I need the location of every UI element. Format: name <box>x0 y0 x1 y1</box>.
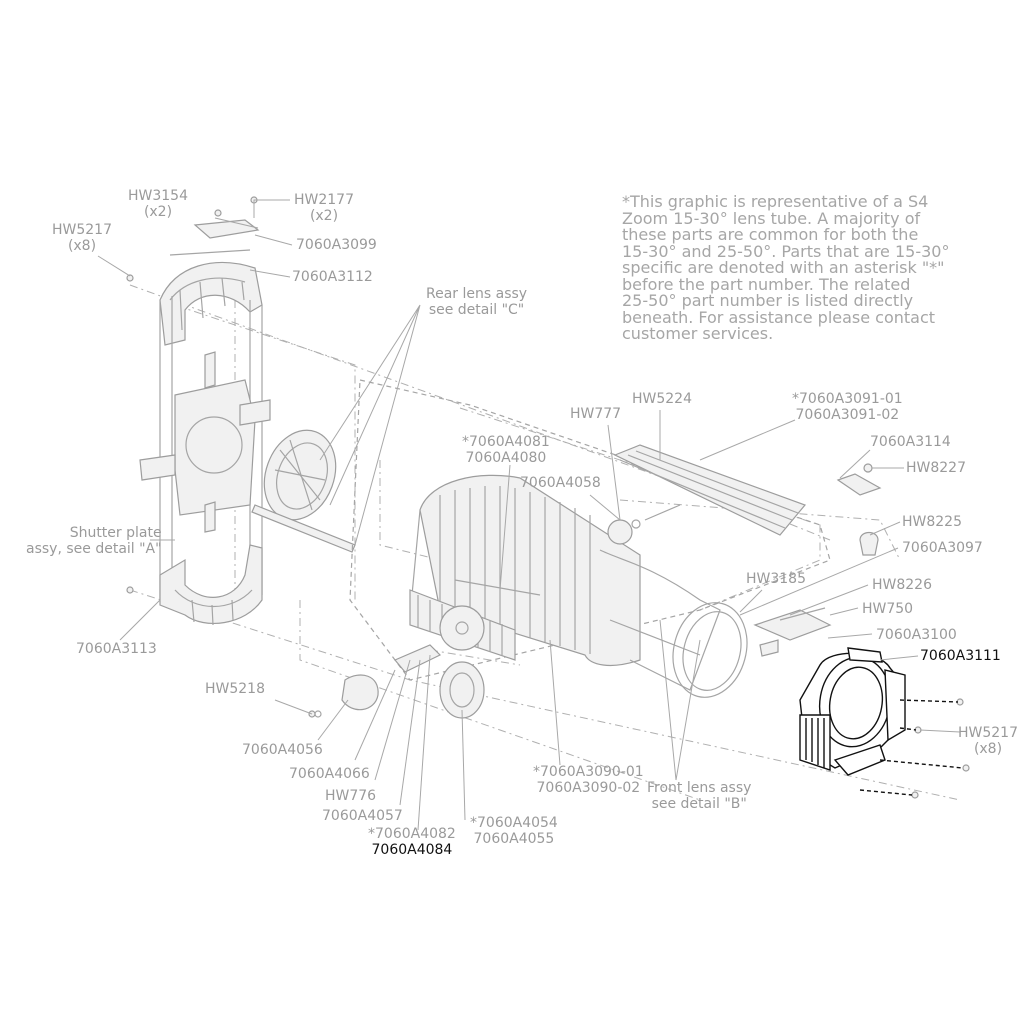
screws <box>126 196 970 799</box>
label-7060a3111: 7060A3111 <box>920 648 1001 664</box>
representation-note: *This graphic is representative of a S4 … <box>622 192 950 343</box>
label-hw8225: HW8225 <box>902 514 962 530</box>
label-text: HW5217 <box>52 222 112 238</box>
label-text: see detail "C" <box>428 302 525 318</box>
leader-lines <box>97 199 961 831</box>
label-hw5217-left: HW5217 (x8) <box>52 222 112 254</box>
label-hw750: HW750 <box>862 601 914 617</box>
label-qty: (x2) <box>309 208 339 224</box>
label-hw776: HW776 <box>325 788 377 804</box>
rear-housing-bottom <box>159 544 263 626</box>
label-hw3154: HW3154 (x2) <box>128 188 188 220</box>
label-7060a3097: 7060A3097 <box>902 540 983 556</box>
label-7060a3113: 7060A3113 <box>76 641 157 657</box>
label-text: 7060A4055 <box>473 831 555 847</box>
label-7060a4066: 7060A4066 <box>289 766 370 782</box>
shutter-frame <box>139 296 271 604</box>
label-text: Front lens assy <box>647 780 752 796</box>
label-7060a3099: 7060A3099 <box>296 237 377 253</box>
label-qty: (x8) <box>973 741 1003 757</box>
label-7060a4057: 7060A4057 <box>322 808 403 824</box>
label-text-highlight: 7060A4084 <box>371 842 453 858</box>
label-hw3185: HW3185 <box>746 571 806 587</box>
top-rail <box>613 444 807 536</box>
label-7060a4058: 7060A4058 <box>520 475 601 491</box>
label-7060a3091: *7060A3091-01 7060A3091-02 <box>792 391 903 423</box>
lens-barrel <box>349 379 831 691</box>
highlighted-part-7060a3111 <box>799 647 906 776</box>
label-text: 7060A3091-02 <box>795 407 900 423</box>
label-7060a3114: 7060A3114 <box>870 434 951 450</box>
label-shutter-plate: Shutter plate assy, see detail "A" <box>26 525 162 557</box>
label-7060a4056: 7060A4056 <box>242 742 323 758</box>
label-text: see detail "B" <box>651 796 747 812</box>
label-front-lens-assy: Front lens assy see detail "B" <box>647 780 751 812</box>
label-text: *7060A3091-01 <box>792 391 903 407</box>
label-text: assy, see detail "A" <box>26 541 162 557</box>
label-text: Shutter plate <box>69 525 162 541</box>
zoom-knob-parts <box>314 605 485 719</box>
label-rear-lens-assy: Rear lens assy see detail "C" <box>426 286 527 318</box>
rear-housing-top <box>159 219 263 346</box>
label-text: HW2177 <box>294 192 354 208</box>
label-text: HW5217 <box>958 725 1018 741</box>
label-text: *7060A3090-01 <box>533 764 644 780</box>
label-text: 7060A4080 <box>465 450 547 466</box>
label-hw8227: HW8227 <box>906 460 966 476</box>
label-qty: (x8) <box>67 238 97 254</box>
label-hw5217-right: HW5217 (x8) <box>958 725 1018 757</box>
label-7060a4082: *7060A4082 7060A4084 <box>368 826 456 858</box>
label-7060a4081: *7060A4081 7060A4080 <box>462 434 550 466</box>
small-parts-right <box>607 463 882 657</box>
label-hw8226: HW8226 <box>872 577 932 593</box>
label-text: *7060A4082 <box>368 826 456 842</box>
label-hw5224: HW5224 <box>632 391 692 407</box>
label-hw2177: HW2177 (x2) <box>294 192 354 224</box>
label-text: *7060A4081 <box>462 434 550 450</box>
label-7060a3100: 7060A3100 <box>876 627 957 643</box>
label-text: 7060A3090-02 <box>536 780 641 796</box>
label-hw5218: HW5218 <box>205 681 265 697</box>
label-7060a4054: *7060A4054 7060A4055 <box>470 815 558 847</box>
label-qty: (x2) <box>143 204 173 220</box>
rear-lens-assembly <box>251 429 356 553</box>
label-text: Rear lens assy <box>426 286 528 302</box>
label-7060a3112: 7060A3112 <box>292 269 373 285</box>
front-lens-ring <box>672 602 748 698</box>
label-hw777: HW777 <box>570 406 622 422</box>
label-text: *7060A4054 <box>470 815 558 831</box>
label-7060a3090: *7060A3090-01 7060A3090-02 <box>533 764 644 796</box>
label-text: HW3154 <box>128 188 188 204</box>
